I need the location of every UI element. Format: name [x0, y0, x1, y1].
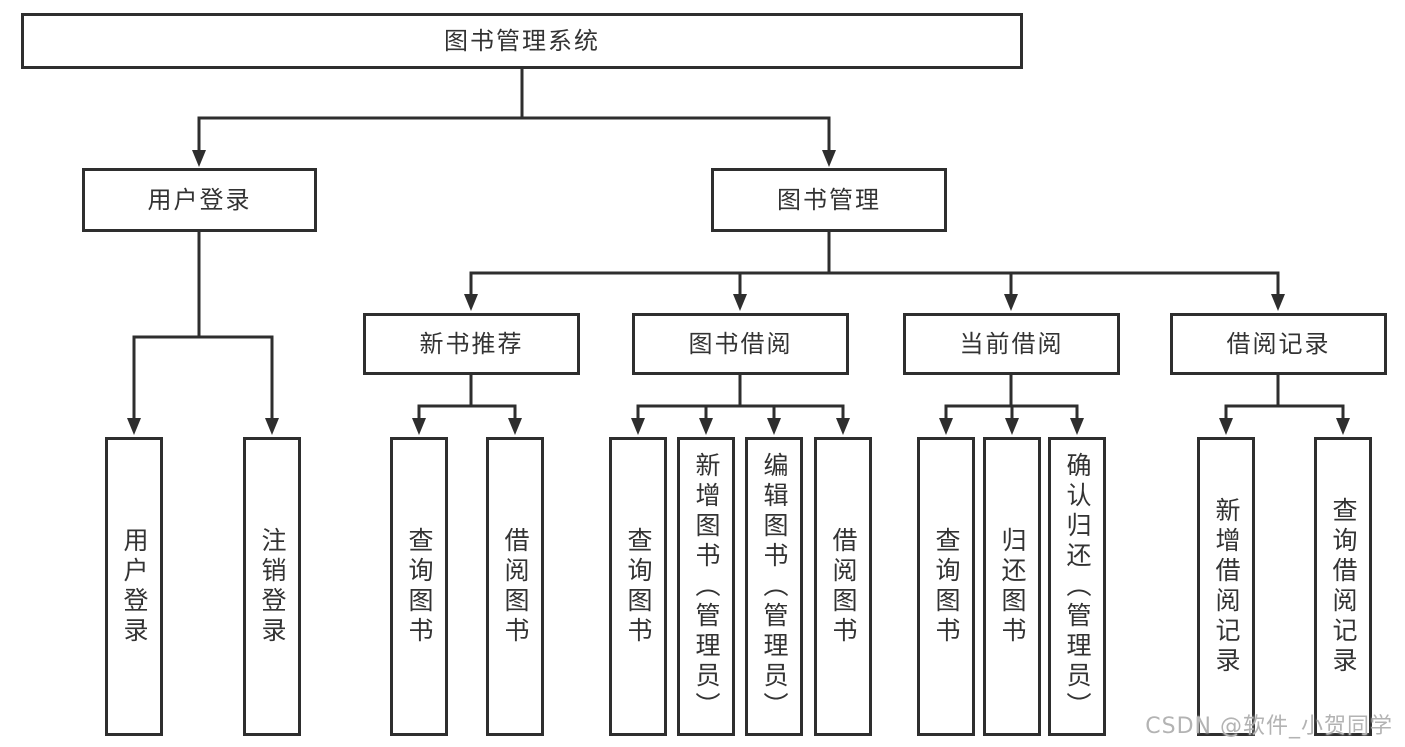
leaf-label: 借阅图书: [501, 526, 530, 647]
leaf-borrow-books: 借阅图书: [814, 437, 872, 736]
leaf-label: 确认归还（管理员）: [1063, 451, 1092, 722]
csdn-watermark: CSDN @软件_小贺同学: [1145, 714, 1393, 739]
leaf-label: 归还图书: [998, 526, 1027, 647]
node-label: 图书管理: [777, 185, 881, 214]
leaf-label: 查询图书: [405, 526, 434, 647]
leaf-query-books-current: 查询图书: [917, 437, 975, 736]
leaf-label: 编辑图书（管理员）: [760, 451, 789, 722]
node-current-borrow: 当前借阅: [903, 313, 1120, 375]
leaf-label: 新增图书（管理员）: [692, 451, 721, 722]
node-book-borrow: 图书借阅: [632, 313, 849, 375]
node-label: 用户登录: [147, 185, 252, 214]
leaf-add-books-admin: 新增图书（管理员）: [677, 437, 735, 736]
leaf-query-books-recommend: 查询图书: [390, 437, 448, 736]
node-label: 新书推荐: [419, 329, 524, 358]
leaf-label: 查询图书: [624, 526, 653, 647]
leaf-label: 查询图书: [932, 526, 961, 647]
leaf-label: 借阅图书: [829, 526, 858, 647]
leaf-user-login: 用户登录: [105, 437, 163, 736]
arrowheads: [127, 150, 1350, 435]
node-user-login: 用户登录: [82, 168, 317, 232]
node-label: 借阅记录: [1226, 329, 1331, 358]
leaf-query-books-borrow: 查询图书: [609, 437, 667, 736]
node-label: 图书管理系统: [444, 26, 600, 55]
node-library-management-system: 图书管理系统: [21, 13, 1023, 69]
node-book-management: 图书管理: [711, 168, 947, 232]
node-new-book-recommend: 新书推荐: [363, 313, 580, 375]
leaf-return-books: 归还图书: [983, 437, 1041, 736]
leaf-label: 注销登录: [258, 526, 287, 647]
leaf-logout: 注销登录: [243, 437, 301, 736]
node-label: 图书借阅: [688, 329, 793, 358]
leaf-add-borrow-record: 新增借阅记录: [1197, 437, 1255, 736]
leaf-confirm-return-admin: 确认归还（管理员）: [1048, 437, 1106, 736]
leaf-borrow-books-recommend: 借阅图书: [486, 437, 544, 736]
leaf-label: 用户登录: [120, 526, 149, 647]
leaf-label: 新增借阅记录: [1212, 496, 1241, 677]
leaf-label: 查询借阅记录: [1329, 496, 1358, 677]
leaf-edit-books-admin: 编辑图书（管理员）: [745, 437, 803, 736]
node-borrow-records: 借阅记录: [1170, 313, 1387, 375]
node-label: 当前借阅: [959, 329, 1064, 358]
leaf-query-borrow-record: 查询借阅记录: [1314, 437, 1372, 736]
